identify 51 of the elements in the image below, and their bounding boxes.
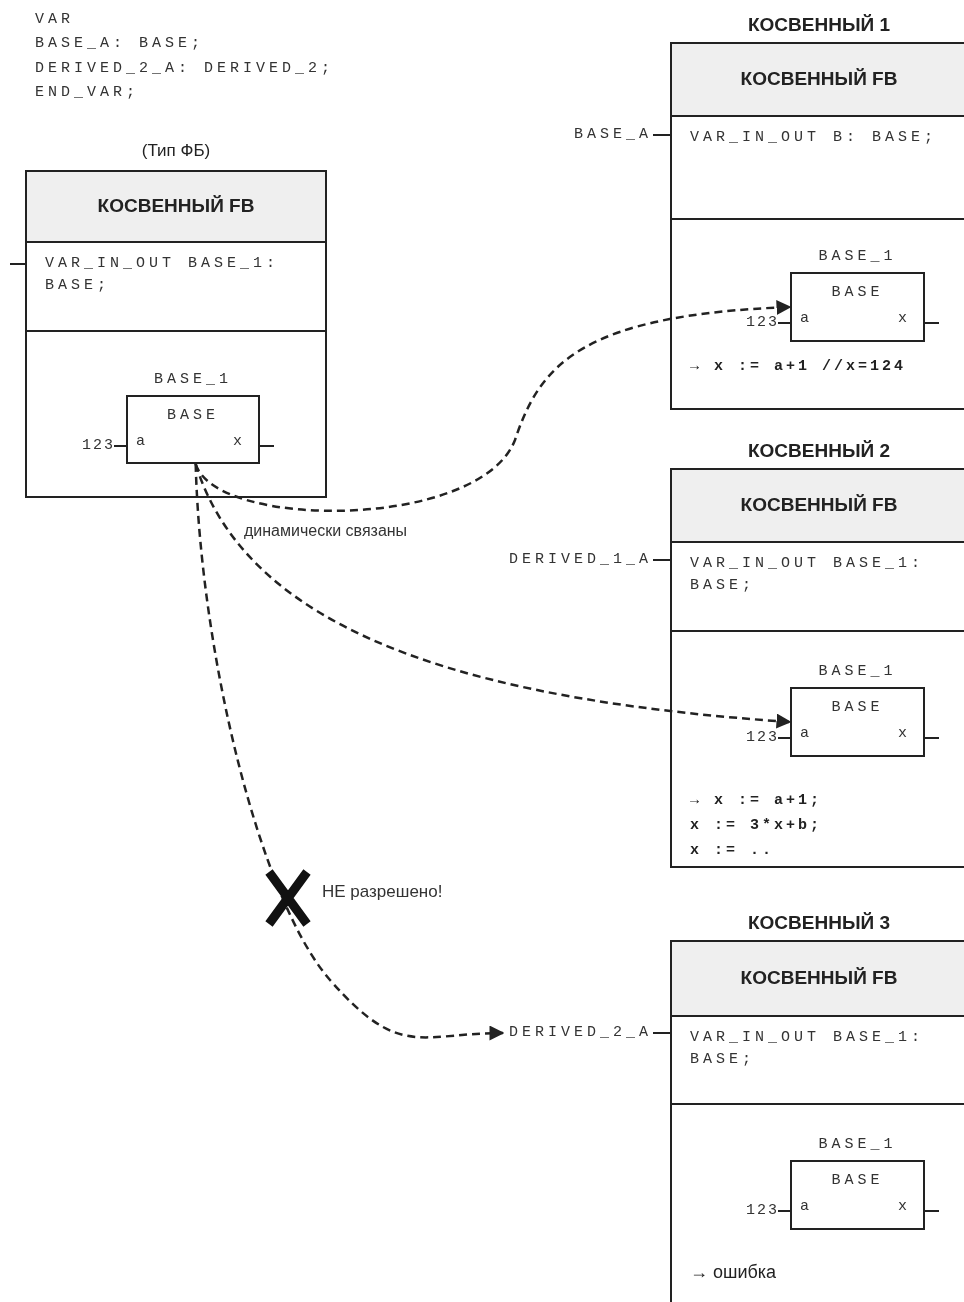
fb-header: КОСВЕННЫЙ FB (672, 470, 964, 543)
code-line: x := 3*x+b; (690, 816, 823, 836)
instance-name: BASE_1 (818, 1135, 897, 1155)
input-pin-name: a (800, 1197, 813, 1217)
variable-declaration: VAR_IN_OUT BASE_1: BASE; (690, 1028, 926, 1070)
instance-name: BASE_1 (818, 662, 897, 682)
fb-header: КОСВЕННЫЙ FB (672, 942, 964, 1017)
connector-line (652, 134, 671, 136)
pin-value: 123 (746, 1201, 779, 1221)
fb-header: КОСВЕННЫЙ FB (27, 172, 325, 243)
annotation-text: динамически связаны (244, 521, 408, 541)
code-line: → ошибка (690, 1261, 777, 1284)
code-line: END_VAR; (35, 83, 139, 103)
instance-name: BASE_1 (154, 370, 232, 390)
output-pin-name: x (898, 724, 911, 744)
output-pin-name: x (898, 1197, 911, 1217)
connector-line (652, 559, 671, 561)
variable-name: DERIVED_2_A (508, 1023, 652, 1043)
pin-value: 123 (746, 313, 779, 333)
code-line: → x := a+1 //x=124 (690, 357, 907, 377)
variable-declaration: VAR_IN_OUT B: BASE; (690, 128, 939, 148)
code-line: BASE_A: BASE; (35, 34, 205, 54)
dashed-arrow (194, 463, 505, 1041)
variable-name: DERIVED_1_A (508, 550, 652, 570)
block-title: (Тип ФБ) (141, 140, 211, 162)
block-type: BASE (831, 698, 884, 718)
input-pin-name: a (800, 309, 813, 329)
dashed-arrow (194, 300, 792, 512)
output-pin-name: x (233, 432, 246, 452)
input-pin-name: a (136, 432, 149, 452)
variable-declaration: VAR_IN_OUT BASE_1: BASE; (45, 254, 281, 296)
pin-value: 123 (82, 436, 115, 456)
pin-value: 123 (746, 728, 779, 748)
input-pin-name: a (800, 724, 813, 744)
block-title: КОСВЕННЫЙ 2 (748, 439, 890, 463)
code-line: DERIVED_2_A: DERIVED_2; (35, 59, 335, 79)
dashed-arrow (194, 463, 792, 729)
block-title: КОСВЕННЫЙ 1 (748, 13, 890, 37)
block-title: КОСВЕННЫЙ 3 (748, 911, 890, 935)
variable-declaration: VAR_IN_OUT BASE_1: BASE; (690, 554, 926, 596)
code-line: → x := a+1; (690, 791, 823, 811)
instance-name: BASE_1 (818, 247, 897, 267)
connector-line (652, 1032, 671, 1034)
block-type: BASE (831, 1171, 884, 1191)
fb-header: КОСВЕННЫЙ FB (672, 44, 964, 117)
code-line: x := .. (690, 841, 775, 861)
variable-name: BASE_A (574, 125, 652, 145)
code-line: VAR (35, 10, 74, 30)
block-type: BASE (167, 406, 219, 426)
output-pin-name: x (898, 309, 911, 329)
block-type: BASE (831, 283, 884, 303)
